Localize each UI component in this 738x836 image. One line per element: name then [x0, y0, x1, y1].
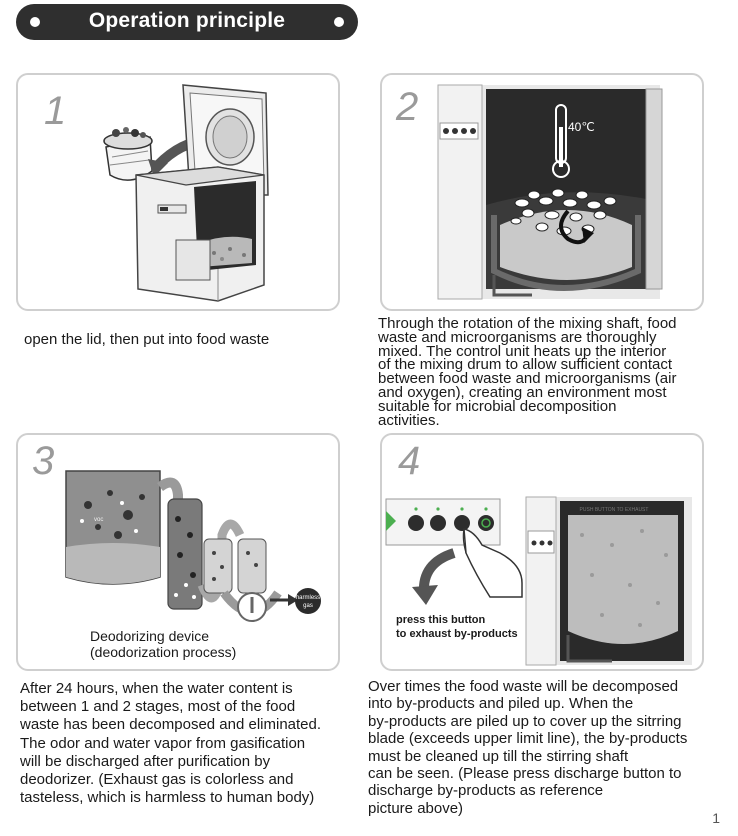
pointing-hand-icon: [463, 528, 523, 598]
step-3-caption: After 24 hours, when the water content i…: [20, 680, 321, 807]
step-4-caption-line: Over times the food waste will be decomp…: [368, 678, 679, 695]
step-3-caption-line: between 1 and 2 stages, most of the food: [20, 698, 296, 716]
step-4-illustration: PUSH BUTTON TO EXHAUST: [385, 496, 692, 666]
section-banner: Operation principle: [16, 4, 358, 40]
step-4-caption-line: into by-products and piled up. When the: [368, 695, 634, 713]
banner-dot-right: [334, 17, 344, 27]
waste-basket-icon: [103, 127, 153, 181]
step-4-caption: Over times the food waste will be decomp…: [368, 678, 687, 817]
temperature-label: 40℃: [568, 120, 595, 134]
control-buttons-icon: [408, 507, 494, 531]
step-4-caption-line: by-products are piled up to cover up the…: [368, 712, 682, 730]
step-4-panel: 4 PUSH BUTTON TO EXHAUST: [380, 433, 704, 671]
step-4-caption-line: blade (exceeds upper limit line), the by…: [368, 730, 688, 748]
harmless-label: harmless: [296, 595, 320, 601]
control-panel-buttons-icon: [439, 122, 479, 140]
step-4-caption-line: must be cleaned up till the stirring sha…: [368, 747, 629, 765]
step-3-caption-line: waste has been decomposed and eliminated…: [20, 716, 322, 734]
button-hint: press this button to exhaust by-products: [396, 613, 518, 641]
button-hint-line-1: press this button: [396, 614, 486, 626]
step-2-caption-line: between food waste and microorganisms (a…: [378, 370, 677, 388]
page-number: 1: [712, 810, 720, 826]
step-4-caption-line: can be seen. (Please press discharge but…: [368, 765, 682, 783]
step-3-caption-line: will be discharged after purification by: [20, 752, 271, 770]
step-2-caption-line: and oxygen), creating an environment mos…: [378, 383, 667, 401]
step-2-illustration: 40℃: [437, 84, 663, 300]
step-2-caption-line: Through the rotation of the mixing shaft…: [378, 315, 677, 332]
button-hint-line-2: to exhaust by-products: [396, 628, 518, 640]
step-1-number: 1: [44, 89, 67, 133]
step-3-caption-line: tasteless, which is harmless to human bo…: [20, 789, 315, 807]
step-4-caption-line: picture above): [368, 799, 464, 817]
deodorizer-label-line-1: Deodorizing device: [90, 628, 210, 644]
section-title: Operation principle: [88, 9, 286, 32]
step-4-caption-line: discharge by-products as reference: [368, 782, 604, 800]
deodorizer-label-line-2: (deodorization process): [90, 644, 237, 660]
banner-dot-left: [30, 17, 40, 27]
step-2-caption-line: activities.: [378, 411, 440, 429]
green-indicator-icon: [386, 511, 396, 531]
step-3-caption-line: The odor and water vapor from gasificati…: [20, 734, 306, 752]
step-2-caption-line: waste and microorganisms are thoroughly: [378, 328, 657, 346]
gas-label: gas: [303, 603, 313, 609]
step-3-illustration: voc harmless gas: [65, 470, 321, 622]
step-2-caption: Through the rotation of the mixing shaft…: [378, 315, 677, 429]
step-2-number: 2: [396, 85, 419, 129]
voc-label: voc: [94, 517, 103, 523]
step-3-caption-line: deodorizer. (Exhaust gas is colorless an…: [20, 771, 294, 789]
step-1-illustration: [103, 84, 269, 302]
step-2-caption-line: of the mixing drum to allow sufficient c…: [378, 356, 673, 374]
step-4-number: 4: [398, 439, 421, 483]
step-1-panel: 1: [16, 73, 340, 311]
step-2-caption-line: mixed. The control unit heats up the int…: [378, 342, 667, 360]
deodorizer-label: Deodorizing device (deodorization proces…: [90, 628, 236, 660]
thermometer-icon: [552, 104, 570, 178]
step-2-caption-line: suitable for microbial decomposition: [378, 397, 617, 415]
step-1-caption: open the lid, then put into food waste: [24, 331, 270, 348]
step-2-panel: 2: [380, 73, 704, 311]
step-3-number: 3: [32, 439, 55, 483]
step-3-panel: 3 voc harmless gas Deodorizi: [16, 433, 340, 671]
step-3-caption-line: After 24 hours, when the water content i…: [20, 680, 293, 697]
drum-label: PUSH BUTTON TO EXHAUST: [580, 507, 649, 513]
